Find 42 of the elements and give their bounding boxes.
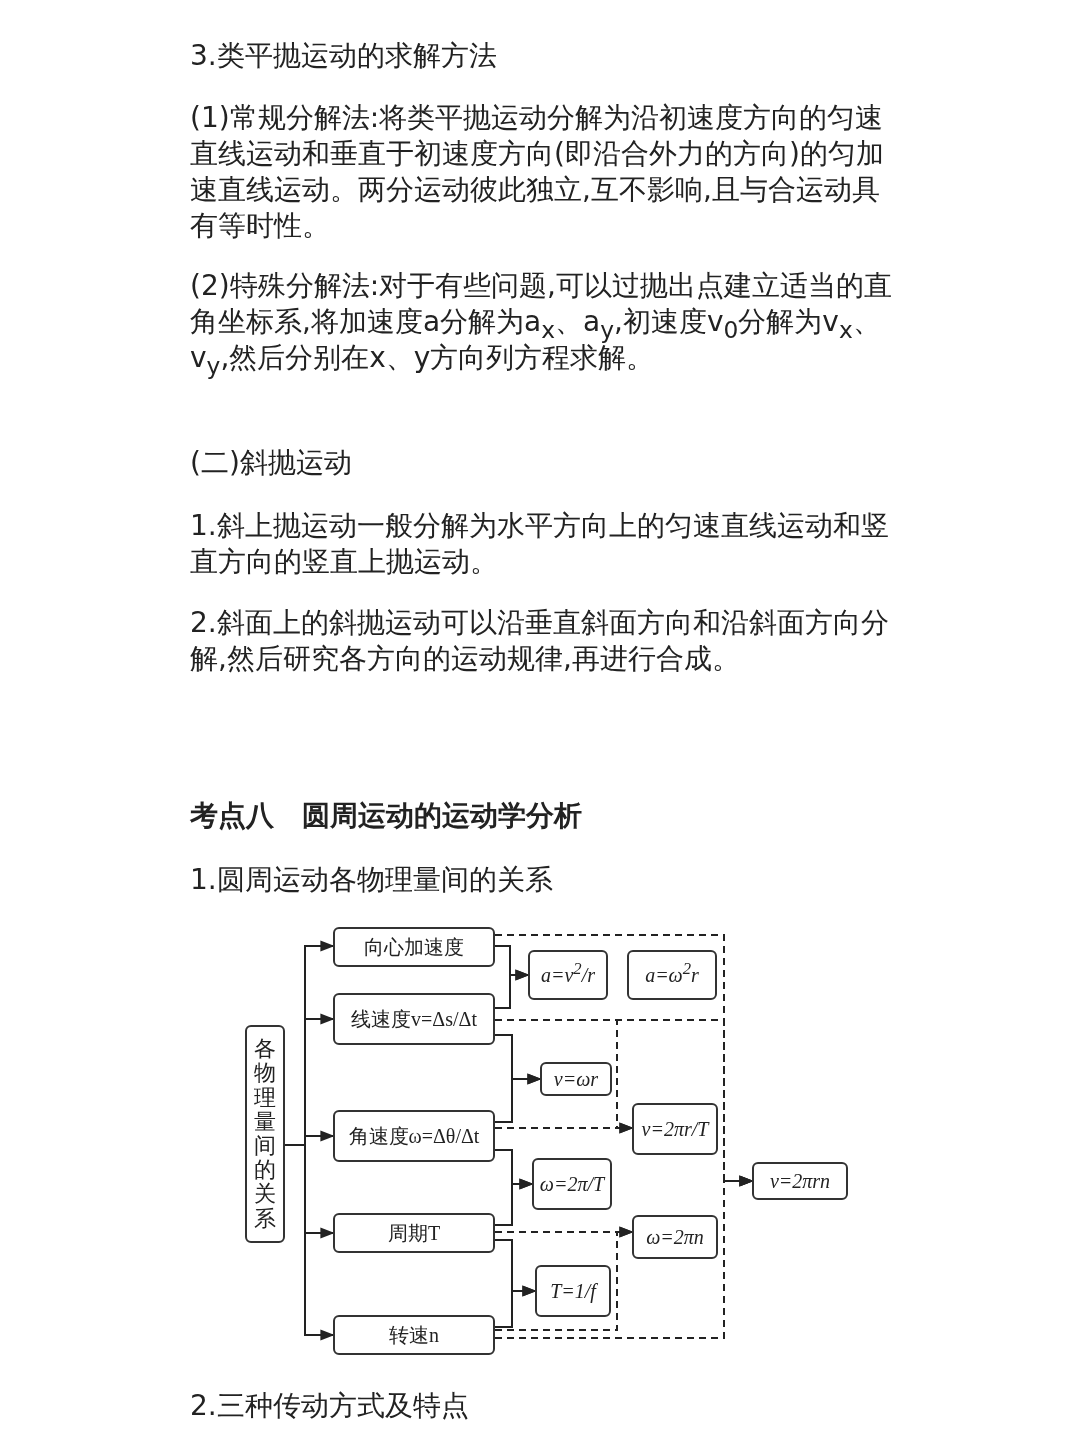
formula-box (627, 950, 717, 1000)
box-label: ω=2πn (646, 1225, 704, 1249)
vertical-label: 各物理量间的关系 (254, 1037, 276, 1231)
formula-box (333, 927, 495, 967)
arrow (494, 1073, 542, 1123)
formula-box (333, 1315, 495, 1355)
paragraph: 2.三种传动方式及特点 (190, 1388, 470, 1424)
box-label: a=ω$^{2}$r (645, 963, 699, 987)
root-box (245, 1025, 285, 1243)
formula-box (535, 1265, 611, 1317)
box-label: T=1/f (550, 1279, 596, 1303)
formula-box (540, 1062, 612, 1096)
dashed-arrow (494, 1226, 634, 1331)
box-label: 转速n (389, 1322, 439, 1348)
arrow (494, 1285, 537, 1328)
formula-box (528, 950, 608, 1000)
box-label: v=ωr (553, 1067, 599, 1091)
arrow (494, 1178, 534, 1226)
formula-box (752, 1162, 848, 1200)
box-label: 线速度v=Δs/Δt (351, 1006, 477, 1032)
formula-box (333, 1213, 495, 1253)
box-label: a=v$^{2}$/r (540, 963, 595, 987)
box-label: 周期T (387, 1220, 441, 1246)
formula-box (333, 1110, 495, 1162)
paragraph: (1)常规分解法:将类平抛运动分解为沿初速度方向的匀速直线运动和垂直于初速度方向(即沿合外力的方向)的匀加速直线运动。两分运动彼此独立,互不影响,且与合运动具有等时性。 (190, 100, 885, 244)
formula-box (333, 993, 495, 1045)
formula-box (632, 1215, 718, 1259)
subheading: 3.类平抛运动的求解方法 (190, 38, 498, 74)
box-label: v=2πr/T (641, 1117, 709, 1141)
formula-box (632, 1103, 718, 1155)
dashed-arrow (494, 1175, 754, 1339)
box-label: 角速度ω=Δθ/Δt (348, 1123, 480, 1149)
box-label: 向心加速度 (364, 934, 464, 960)
paragraph: 1.斜上抛运动一般分解为水平方向上的匀速直线运动和竖直方向的竖直上抛运动。 (190, 508, 890, 580)
box-label: v=2πrn (769, 1169, 831, 1193)
paragraph: 2.斜面上的斜抛运动可以沿垂直斜面方向和沿斜面方向分解,然后研究各方向的运动规律,再进行合成。 (190, 605, 890, 677)
box-label: ω=2π/T (539, 1172, 605, 1196)
paragraph: 1.圆周运动各物理量间的关系 (190, 862, 554, 898)
formula-box (532, 1158, 612, 1210)
paragraph: (二)斜抛运动 (190, 445, 353, 481)
section-heading: 考点八 圆周运动的运动学分析 (190, 798, 583, 834)
arrow (494, 969, 530, 1009)
